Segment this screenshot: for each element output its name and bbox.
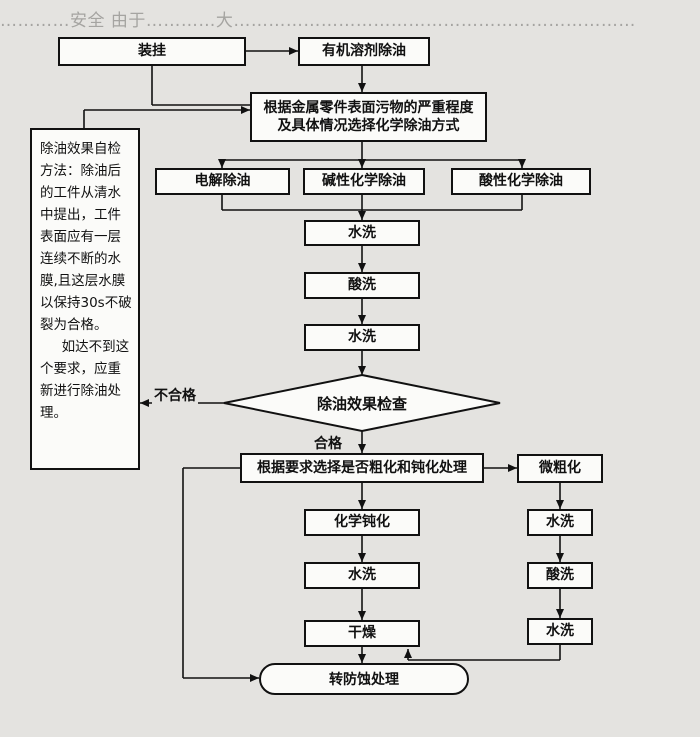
step-wash-r1: 水洗 <box>527 509 593 536</box>
self-check-note: 除油效果自检方法：除油后的工件从清水中提出，工件表面应有一层连续不断的水膜,且这… <box>30 128 140 470</box>
step-wash-3: 水洗 <box>304 562 420 589</box>
step-hang: 装挂 <box>58 37 246 66</box>
step-anticorrosion: 转防蚀处理 <box>259 663 469 695</box>
background-text-line: …………安全 由于…………大…………………………………………………………… <box>0 11 636 31</box>
label-pass: 合格 <box>312 433 344 453</box>
step-dry: 干燥 <box>304 620 420 647</box>
step-micro-roughen: 微粗化 <box>517 454 603 483</box>
step-acidic-degrease: 酸性化学除油 <box>451 168 591 195</box>
step-chemical-passivation: 化学钝化 <box>304 509 420 536</box>
note-paragraph: 如达不到这个要求，应重新进行除油处理。 <box>40 339 130 421</box>
step-solvent-degrease: 有机溶剂除油 <box>298 37 430 66</box>
step-choose-roughen-passivate: 根据要求选择是否粗化和钝化处理 <box>240 453 484 483</box>
step-electrolytic-degrease: 电解除油 <box>155 168 290 195</box>
decision-inspection: 除油效果检查 <box>316 394 407 413</box>
step-wash-r2: 水洗 <box>527 618 593 645</box>
step-choose-method: 根据金属零件表面污物的严重程度及具体情况选择化学除油方式 <box>250 92 487 142</box>
step-wash-1: 水洗 <box>304 220 420 246</box>
step-acid-r: 酸洗 <box>527 562 593 589</box>
label-fail: 不合格 <box>152 385 198 405</box>
note-paragraph: 除油效果自检方法：除油后的工件从清水中提出，工件表面应有一层连续不断的水膜,且这… <box>40 141 132 333</box>
step-wash-2: 水洗 <box>304 324 420 351</box>
step-alkaline-degrease: 碱性化学除油 <box>303 168 425 195</box>
step-pickling: 酸洗 <box>304 272 420 299</box>
